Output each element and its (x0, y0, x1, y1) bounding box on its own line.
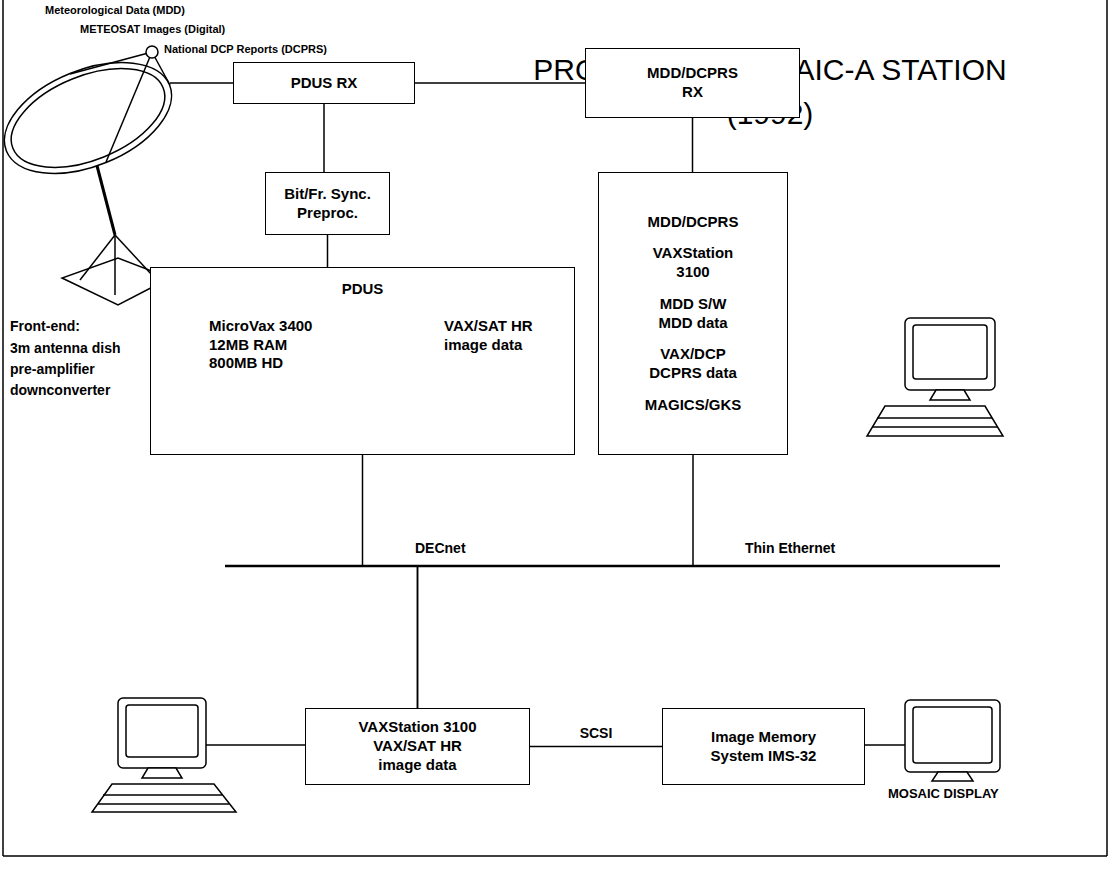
keyboard-keys (98, 803, 229, 805)
layout-row: MicroVax 3400 12MB RAM 800MB HD VAX/SAT H… (157, 317, 568, 373)
process-box: Image Memory System IMS-32 (662, 708, 865, 785)
monitor-stand (142, 768, 182, 778)
monitor-body (905, 318, 995, 390)
connector-line (363, 455, 418, 708)
feed-cable (170, 82, 233, 84)
box-text: VAXStation 3100 (643, 244, 743, 282)
console-cable (206, 744, 305, 746)
connector-line (418, 455, 694, 708)
workstation-icon (867, 318, 1003, 436)
monitor-stand (930, 390, 970, 400)
monitor-screen (913, 707, 992, 763)
monitor-screen (913, 325, 987, 379)
connector-line (530, 746, 662, 748)
box-text: VAX/SAT HR image data (444, 317, 568, 355)
caption-label: pre-amplifier (10, 361, 95, 378)
display-cable (865, 744, 905, 746)
monitor-screen (126, 705, 198, 757)
caption-label: METEOSAT Images (Digital) (80, 23, 225, 36)
connector-label: SCSI (578, 725, 615, 742)
process-box: MDD/DCPRS VAXStation 3100MDD S/W MDD data… (598, 172, 788, 455)
process-box: VAXStation 3100 VAX/SAT HR image data (305, 708, 530, 785)
box-text: PDUS (342, 280, 384, 299)
dish-rim (0, 49, 179, 188)
caption-label: Meteorological Data (MDD) (45, 4, 185, 17)
connector-line (692, 118, 694, 172)
caption-label: Front-end: (10, 318, 80, 335)
antenna-dish (0, 41, 233, 305)
caption-label: Thin Ethernet (745, 540, 835, 557)
process-box: PDUS RX (233, 62, 415, 104)
connector-line (323, 104, 325, 172)
tripod-leg (114, 235, 116, 295)
box-text: MDD/DCPRS (643, 213, 743, 232)
feed-horn (146, 46, 158, 58)
box-text: MAGICS/GKS (638, 396, 748, 415)
tripod-leg (80, 235, 115, 280)
box-text: MDD/DCPRS RX (643, 64, 743, 102)
process-box: PDUS MicroVax 3400 12MB RAM 800MB HD VAX/S… (150, 267, 575, 455)
box-text: VAXStation 3100 VAX/SAT HR image data (355, 718, 480, 774)
dish-mount (95, 158, 115, 235)
caption-label: National DCP Reports (DCPRS) (164, 43, 327, 56)
keyboard-keys (103, 794, 222, 796)
keyboard (92, 784, 236, 812)
caption-label: 3m antenna dish (10, 340, 120, 357)
process-box: MDD/DCPRS RX (585, 48, 800, 118)
frame-line (3, 855, 1107, 857)
box-text: Image Memory System IMS-32 (704, 728, 824, 766)
process-box: Bit/Fr. Sync. Preproc. (265, 172, 390, 235)
caption-label: downconverter (10, 382, 110, 399)
monitor-body (905, 700, 1000, 772)
frame-line (2, 0, 4, 856)
frame-line (1106, 0, 1108, 856)
keyboard-keys (872, 426, 998, 428)
caption-label: DECnet (415, 540, 466, 557)
feed-strut (70, 52, 152, 74)
dish-rim (0, 41, 188, 196)
display-icon (865, 700, 1000, 781)
connector-line (327, 235, 329, 267)
box-text: VAX/DCP DCPRS data (643, 345, 743, 383)
keyboard (867, 406, 1003, 436)
caption-label: MOSAIC DISPLAY (888, 786, 999, 802)
monitor-stand (932, 772, 973, 781)
box-text: MicroVax 3400 12MB RAM 800MB HD (209, 317, 328, 373)
box-text: PDUS RX (239, 74, 409, 93)
workstation-icon (92, 698, 305, 812)
box-text: MDD S/W MDD data (643, 295, 743, 333)
monitor-body (118, 698, 206, 768)
keyboard-keys (877, 417, 992, 419)
tripod-leg (115, 235, 152, 275)
feed-strut (106, 52, 152, 162)
box-text: Bit/Fr. Sync. Preproc. (280, 185, 375, 223)
